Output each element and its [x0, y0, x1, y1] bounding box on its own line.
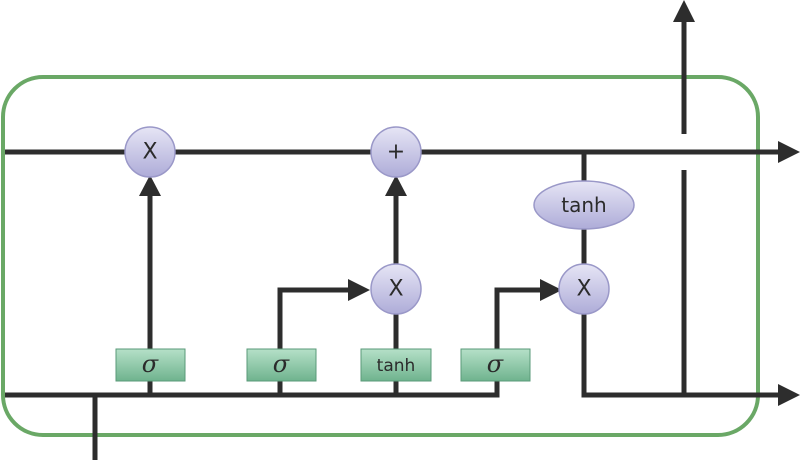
- hidden-out-line: [581, 310, 782, 398]
- input-multiply-arrow: [385, 175, 407, 196]
- candidate-layer: tanh: [360, 348, 432, 382]
- forget-gate-arrow: [139, 175, 161, 196]
- forget-gate-layer: σ: [115, 348, 186, 382]
- cell-boundary: [1, 75, 760, 437]
- candidate-label: tanh: [377, 356, 416, 376]
- output-up-arrow: [673, 0, 695, 22]
- output-multiply-label: X: [576, 277, 591, 302]
- output-gate-layer: σ: [460, 348, 531, 382]
- input-multiply-label: X: [388, 277, 403, 302]
- output-multiply-op: X: [558, 263, 610, 315]
- cell-tanh-label: tanh: [561, 193, 606, 217]
- forget-multiply-label: X: [142, 140, 157, 165]
- cell-tanh-op: tanh: [533, 180, 635, 230]
- cell-add-label: +: [387, 140, 405, 165]
- input-multiply-op: X: [370, 263, 422, 315]
- cell-state-out-arrow: [778, 141, 800, 163]
- cell-add-op: +: [370, 126, 422, 178]
- forget-multiply-op: X: [124, 126, 176, 178]
- output-gate-arrow: [540, 279, 562, 301]
- input-gate-arrow: [348, 279, 370, 301]
- output-gate-label: σ: [487, 350, 504, 378]
- input-gate-label: σ: [273, 350, 290, 378]
- forget-gate-label: σ: [142, 350, 159, 378]
- hidden-out-arrow: [778, 384, 800, 406]
- hidden-input-line: [5, 287, 542, 398]
- input-gate-layer: σ: [246, 348, 317, 382]
